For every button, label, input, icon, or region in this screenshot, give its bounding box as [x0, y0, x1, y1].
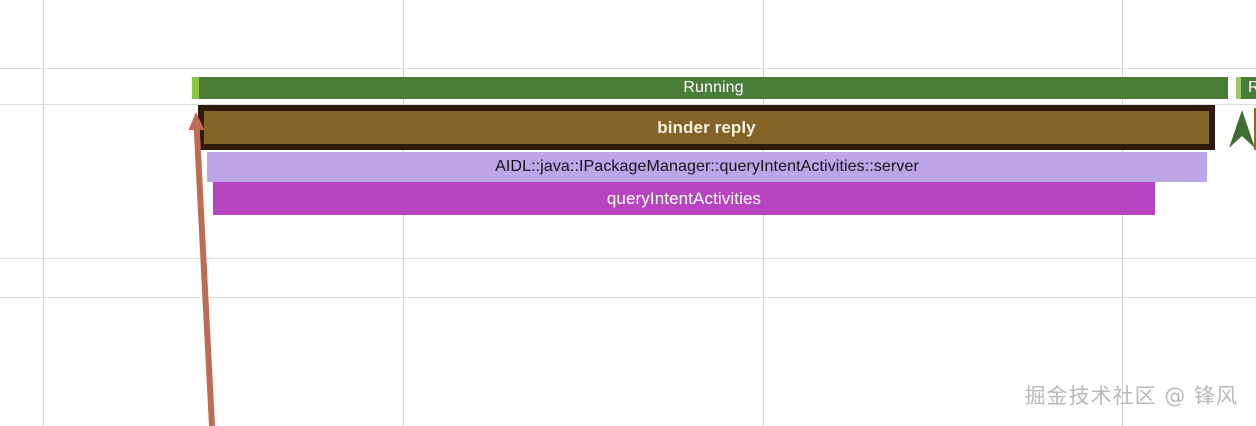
gridline-horizontal — [0, 258, 1256, 259]
gridline-horizontal — [0, 68, 1256, 69]
slice-running[interactable]: Running — [199, 77, 1228, 99]
gridline-vertical — [43, 0, 44, 426]
gridline-horizontal — [0, 297, 1256, 298]
slice-running-next-label: R — [1248, 79, 1256, 96]
slice-query-intent-activities-label: queryIntentActivities — [606, 189, 762, 208]
slice-binder-reply-label: binder reply — [657, 118, 756, 137]
chevron-up-marker-icon[interactable] — [1228, 108, 1256, 150]
slice-running-label: Running — [683, 79, 744, 96]
slice-aidl-server[interactable]: AIDL::java::IPackageManager::queryIntent… — [207, 152, 1207, 182]
slice-query-intent-activities[interactable]: queryIntentActivities — [213, 182, 1155, 215]
slice-aidl-server-label: AIDL::java::IPackageManager::queryIntent… — [495, 158, 919, 175]
slice-running-next[interactable]: R — [1241, 77, 1256, 99]
slice-running-left-cap — [192, 77, 199, 99]
slice-binder-reply[interactable]: binder reply — [198, 105, 1215, 150]
slice-running-next-left-cap — [1236, 77, 1241, 99]
watermark-text: 掘金技术社区 @ 锋风 — [1024, 384, 1238, 408]
